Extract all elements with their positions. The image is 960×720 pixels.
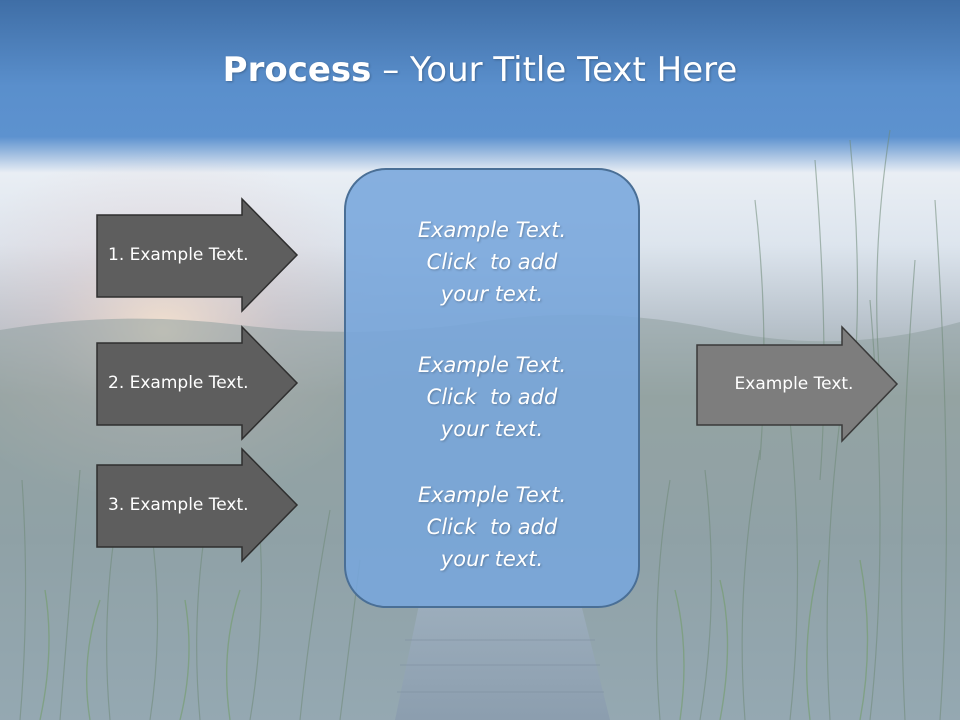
paragraph-line: Click to add <box>426 515 558 539</box>
right-arrow-label: Example Text. <box>734 374 854 394</box>
center-paragraph-2: Example Text. Click to add your text. <box>346 349 638 445</box>
left-arrow-2[interactable]: 2. Example Text. <box>96 325 299 441</box>
title-dash: – <box>371 50 411 90</box>
center-paragraph-3: Example Text. Click to add your text. <box>346 479 638 575</box>
left-arrow-1[interactable]: 1. Example Text. <box>96 197 299 313</box>
arrow-right-shape <box>696 325 899 443</box>
title-bold-word: Process <box>222 50 372 90</box>
center-text-box[interactable]: Example Text. Click to add your text. Ex… <box>344 168 640 608</box>
title-text: Your Title Text Here <box>410 50 738 90</box>
left-arrow-label: 3. Example Text. <box>108 495 249 515</box>
paragraph-line: Example Text. <box>417 218 567 242</box>
paragraph-line: Click to add <box>426 385 558 409</box>
arrow-right-shape <box>96 447 299 563</box>
paragraph-line: your text. <box>440 547 544 571</box>
paragraph-line: your text. <box>440 282 544 306</box>
paragraph-line: Click to add <box>426 250 558 274</box>
left-arrow-label: 2. Example Text. <box>108 373 249 393</box>
slide-title[interactable]: Process – Your Title Text Here <box>0 50 960 90</box>
right-arrow[interactable]: Example Text. <box>696 325 899 443</box>
paragraph-line: Example Text. <box>417 353 567 377</box>
paragraph-line: Example Text. <box>417 483 567 507</box>
paragraph-line: your text. <box>440 417 544 441</box>
left-arrow-3[interactable]: 3. Example Text. <box>96 447 299 563</box>
left-arrow-label: 1. Example Text. <box>108 245 249 265</box>
center-paragraph-1: Example Text. Click to add your text. <box>346 214 638 310</box>
arrow-right-shape <box>96 197 299 313</box>
arrow-right-shape <box>96 325 299 441</box>
